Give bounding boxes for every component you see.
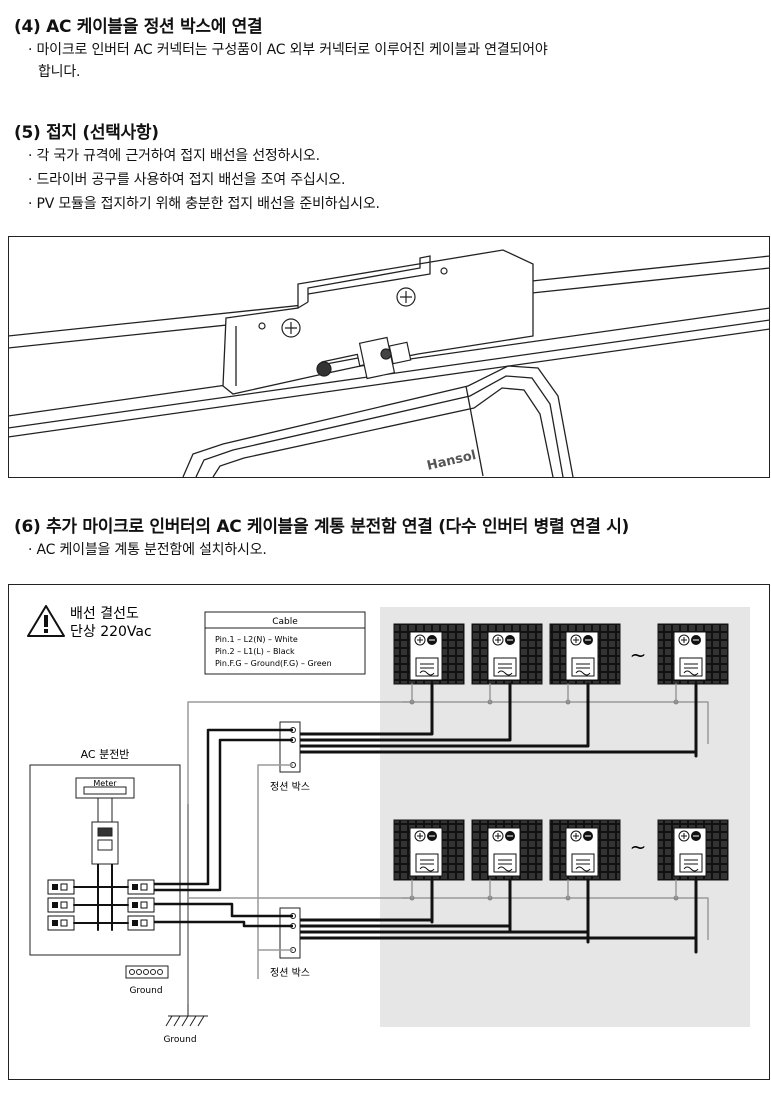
breaker-toggle	[140, 919, 148, 927]
ac-dc-symbol-icon	[419, 859, 435, 872]
cable-pin-1: Pin.1 – L2(N) – White	[215, 635, 298, 644]
breaker-toggle	[132, 920, 138, 926]
feeder-black-wire-bottom	[300, 918, 434, 922]
breaker-toggle	[60, 919, 68, 927]
ac-dc-symbol-icon	[419, 663, 435, 676]
breaker-toggle	[140, 883, 148, 891]
earth-ground-label: Ground	[163, 1035, 196, 1045]
branch-breaker	[47, 915, 75, 931]
meter-label: Meter	[93, 779, 117, 788]
plus-icon	[495, 637, 501, 643]
pv-module	[393, 819, 465, 901]
warning-spec: 단상 220Vac	[70, 624, 152, 640]
feeder-black-wire-bottom	[300, 936, 698, 952]
section-5-heading: (5) 접지 (선택사항)	[14, 123, 159, 143]
feeder-black-wire-top	[300, 726, 434, 736]
plus-icon	[495, 833, 501, 839]
breaker-toggle	[52, 884, 58, 890]
ground-link-gray	[187, 701, 410, 804]
plus-icon	[573, 637, 579, 643]
pv-module	[549, 819, 621, 901]
section-5-item: · 각 국가 규격에 근거하여 접지 배선을 선정하시오.	[28, 148, 320, 164]
ground-bar-label: Ground	[129, 986, 162, 996]
section-4-line-1: · 마이크로 인버터 AC 커넥터는 구성품이 AC 외부 커넥터로 이루어진 …	[28, 42, 548, 58]
ac-bus-gray	[402, 701, 709, 744]
breaker-toggle	[52, 920, 58, 926]
warning-title: 배선 결선도	[70, 606, 139, 622]
cable-pin-2: Pin.2 – L1(L) – Black	[215, 647, 295, 656]
branch-breaker	[127, 897, 155, 913]
plus-icon	[681, 637, 687, 643]
breaker-toggle	[60, 883, 68, 891]
pv-module	[471, 623, 543, 705]
plus-icon	[681, 833, 687, 839]
cable-legend	[204, 611, 366, 675]
ground-clamp	[316, 336, 412, 380]
panel-to-jb-wire	[154, 920, 293, 928]
meter	[75, 777, 135, 799]
branch-breaker	[127, 915, 155, 931]
ac-dc-symbol-icon	[497, 663, 513, 676]
plus-icon	[417, 833, 423, 839]
branch-breaker	[47, 897, 75, 913]
ac-dc-symbol-icon	[683, 663, 699, 676]
pv-module	[657, 623, 729, 705]
breaker-toggle	[52, 902, 58, 908]
ac-panel-label: AC 분전반	[81, 748, 130, 761]
branch-breaker	[47, 879, 75, 895]
ground-bar	[125, 965, 169, 979]
junction-box-top-label: 정션 박스	[270, 781, 310, 793]
section-5-item: · PV 모듈을 접지하기 위해 충분한 접지 배선을 준비하십시오.	[28, 196, 380, 212]
feeder-black-wire-top	[300, 736, 512, 742]
section-4-line-2: 합니다.	[38, 64, 81, 80]
pv-module	[657, 819, 729, 901]
continuation-tilde: ~	[630, 835, 647, 859]
warning-icon	[27, 605, 65, 637]
panel-to-jb-wire	[154, 728, 293, 886]
breaker-toggle	[140, 901, 148, 909]
mounting-bracket	[222, 249, 534, 395]
panel-to-jb-wire	[154, 738, 293, 892]
jb-ground-gray	[257, 764, 293, 979]
pv-module	[393, 623, 465, 705]
ac-dc-symbol-icon	[575, 859, 591, 872]
panel-to-jb-wire	[154, 902, 293, 918]
junction-box-bottom-label: 정션 박스	[270, 967, 310, 979]
feeder-black-wire-top	[300, 750, 698, 756]
wiring-diagram: 배선 결선도 단상 220Vac Cable Pin.1 – L2(N) – W…	[8, 584, 770, 1080]
continuation-tilde: ~	[630, 643, 647, 667]
section-6-line-1: · AC 케이블을 계통 분전함에 설치하시오.	[28, 542, 267, 558]
cable-pin-fg: Pin.F.G – Ground(F.G) – Green	[215, 659, 332, 668]
ac-dc-symbol-icon	[683, 859, 699, 872]
cable-legend-title: Cable	[272, 617, 298, 627]
plus-icon	[417, 637, 423, 643]
inverter-housing	[182, 365, 574, 478]
feeder-black-wire-bottom	[300, 924, 512, 932]
section-6-heading: (6) 추가 마이크로 인버터의 AC 케이블을 계통 분전함 연결 (다수 인…	[14, 517, 630, 537]
pv-module	[549, 623, 621, 705]
pv-module	[471, 819, 543, 901]
section-4-heading: (4) AC 케이블을 정션 박스에 연결	[14, 17, 263, 37]
section-5-item: · 드라이버 공구를 사용하여 접지 배선을 조여 주십시오.	[28, 172, 346, 188]
branch-breaker	[127, 879, 155, 895]
mounting-illustration: Hansol	[7, 236, 771, 478]
ac-dc-symbol-icon	[497, 859, 513, 872]
breaker-toggle	[132, 884, 138, 890]
breaker-toggle	[60, 901, 68, 909]
plus-icon	[573, 833, 579, 839]
breaker-toggle	[132, 902, 138, 908]
ac-bus-gray	[402, 897, 709, 940]
ac-dc-symbol-icon	[575, 663, 591, 676]
